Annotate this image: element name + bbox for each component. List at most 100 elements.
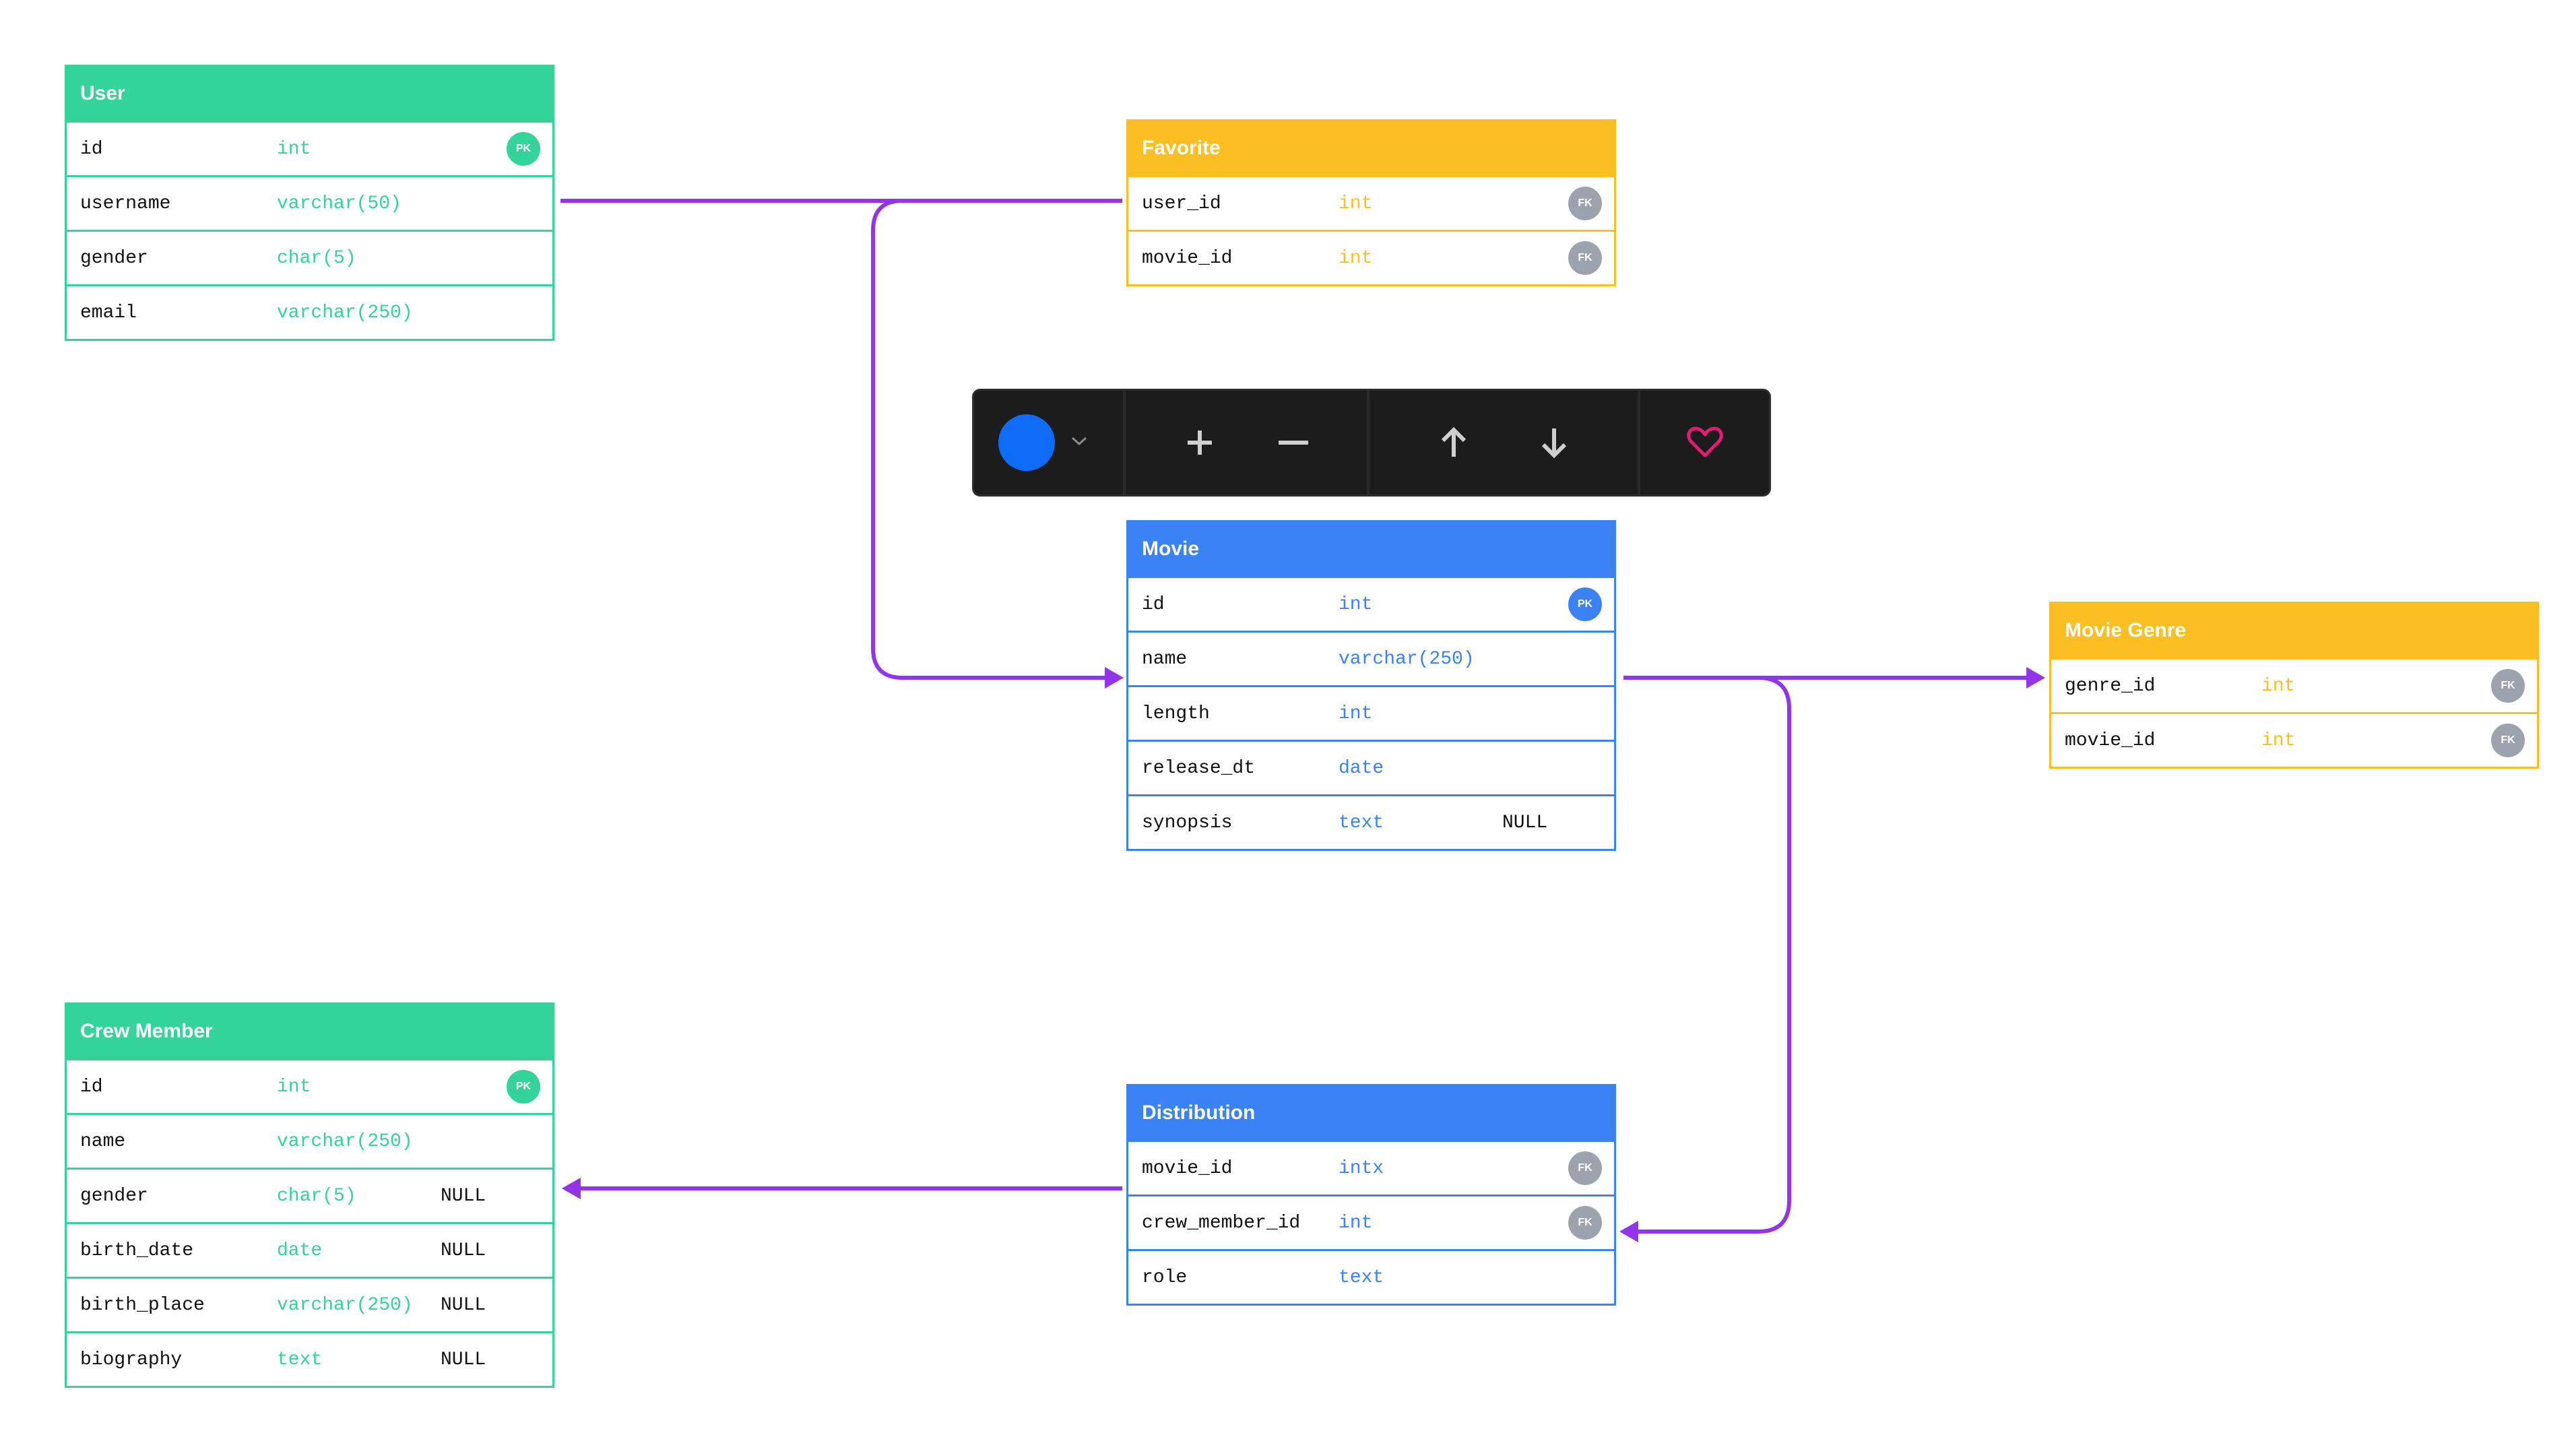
table-row[interactable]: synopsis text NULL xyxy=(1128,794,1614,849)
table-row[interactable]: name varchar(250) xyxy=(67,1113,552,1168)
connector-arrowhead xyxy=(1619,1221,1638,1242)
column-name: name xyxy=(1142,648,1188,670)
column-nullable: NULL xyxy=(1502,812,1548,833)
column-name: release_dt xyxy=(1142,757,1256,779)
favorite-group xyxy=(1640,391,1769,495)
column-type: int xyxy=(2261,675,2296,697)
column-type: date xyxy=(277,1240,323,1261)
table-row[interactable]: gender char(5) xyxy=(67,230,552,284)
column-name: username xyxy=(80,193,171,214)
table-crew-member[interactable]: Crew Member id int PK name varchar(250) … xyxy=(65,1002,554,1388)
connector-arrowhead xyxy=(562,1178,581,1199)
table-row[interactable]: id int PK xyxy=(67,121,552,175)
table-movie[interactable]: Movie id int PK name varchar(250) length… xyxy=(1126,520,1616,851)
table-row[interactable]: movie_id int FK xyxy=(1128,230,1614,284)
column-type: int xyxy=(1339,1212,1373,1234)
column-type: int xyxy=(2261,730,2296,751)
column-name: gender xyxy=(80,1185,148,1207)
table-row[interactable]: role text xyxy=(1128,1249,1614,1304)
column-type: int xyxy=(1339,193,1373,214)
connector-movie-distribution xyxy=(1637,676,1791,1234)
primary-key-badge: PK xyxy=(507,132,540,166)
table-row[interactable]: user_id int FK xyxy=(1128,175,1614,230)
column-type: varchar(250) xyxy=(277,1294,413,1316)
foreign-key-badge: FK xyxy=(1568,187,1602,220)
table-title[interactable]: Favorite xyxy=(1128,121,1614,175)
column-name: crew_member_id xyxy=(1142,1212,1301,1234)
foreign-key-badge: FK xyxy=(1568,1206,1602,1240)
column-nullable: NULL xyxy=(441,1185,486,1207)
column-name: id xyxy=(1142,594,1165,615)
table-favorite[interactable]: Favorite user_id int FK movie_id int FK xyxy=(1126,119,1616,286)
table-row[interactable]: length int xyxy=(1128,685,1614,740)
connector-arrowhead xyxy=(2026,667,2045,689)
arrow-up-icon[interactable] xyxy=(1427,416,1481,470)
column-type: varchar(250) xyxy=(1339,648,1475,670)
column-name: id xyxy=(80,138,103,160)
table-row[interactable]: name varchar(250) xyxy=(1128,631,1614,685)
column-name: role xyxy=(1142,1267,1188,1288)
column-name: length xyxy=(1142,703,1210,724)
heart-icon[interactable] xyxy=(1678,416,1732,470)
table-row[interactable]: movie_id intx FK xyxy=(1128,1140,1614,1194)
column-type: int xyxy=(277,138,311,160)
column-name: biography xyxy=(80,1349,183,1370)
column-type: char(5) xyxy=(277,1185,356,1207)
table-row[interactable]: gender char(5) NULL xyxy=(67,1168,552,1222)
plus-icon[interactable] xyxy=(1173,416,1227,470)
table-title[interactable]: Movie xyxy=(1128,522,1614,576)
chevron-down-icon[interactable] xyxy=(1070,435,1089,451)
color-swatch-icon[interactable] xyxy=(998,414,1055,471)
column-type: int xyxy=(1339,247,1373,269)
table-row[interactable]: username varchar(50) xyxy=(67,175,552,230)
column-nullable: NULL xyxy=(441,1349,486,1370)
column-name: user_id xyxy=(1142,193,1221,214)
table-row[interactable]: email varchar(250) xyxy=(67,284,552,339)
column-type: date xyxy=(1339,757,1384,779)
foreign-key-badge: FK xyxy=(1568,241,1602,275)
column-name: synopsis xyxy=(1142,812,1233,833)
column-type: int xyxy=(1339,594,1373,615)
table-movie-genre[interactable]: Movie Genre genre_id int FK movie_id int… xyxy=(2049,602,2539,769)
column-name: movie_id xyxy=(1142,1157,1233,1179)
column-name: id xyxy=(80,1076,103,1097)
column-name: movie_id xyxy=(2065,730,2156,751)
table-title[interactable]: Distribution xyxy=(1128,1086,1614,1140)
table-row[interactable]: genre_id int FK xyxy=(2051,658,2537,712)
column-type: text xyxy=(277,1349,323,1370)
primary-key-badge: PK xyxy=(1568,587,1602,621)
column-name: name xyxy=(80,1130,126,1152)
table-row[interactable]: biography text NULL xyxy=(67,1331,552,1386)
reorder-group xyxy=(1370,391,1640,495)
table-distribution[interactable]: Distribution movie_id intx FK crew_membe… xyxy=(1126,1084,1616,1306)
column-nullable: NULL xyxy=(441,1240,486,1261)
column-nullable: NULL xyxy=(441,1294,486,1316)
table-title[interactable]: Crew Member xyxy=(67,1004,552,1058)
column-name: birth_date xyxy=(80,1240,194,1261)
table-toolbar xyxy=(972,389,1771,497)
column-type: int xyxy=(277,1076,311,1097)
column-type: char(5) xyxy=(277,247,356,269)
table-user[interactable]: User id int PK username varchar(50) gend… xyxy=(65,65,554,341)
connector-arrowhead xyxy=(1105,667,1124,689)
table-row[interactable]: release_dt date xyxy=(1128,740,1614,794)
table-title[interactable]: Movie Genre xyxy=(2051,604,2537,658)
column-type: varchar(50) xyxy=(277,193,401,214)
table-row[interactable]: id int PK xyxy=(67,1058,552,1113)
primary-key-badge: PK xyxy=(507,1070,540,1104)
table-row[interactable]: movie_id int FK xyxy=(2051,712,2537,767)
foreign-key-badge: FK xyxy=(1568,1151,1602,1185)
table-row[interactable]: crew_member_id int FK xyxy=(1128,1194,1614,1249)
table-row[interactable]: birth_date date NULL xyxy=(67,1222,552,1277)
table-title[interactable]: User xyxy=(67,67,552,121)
column-name: gender xyxy=(80,247,148,269)
color-picker[interactable] xyxy=(974,391,1126,495)
table-row[interactable]: birth_place varchar(250) NULL xyxy=(67,1277,552,1331)
column-name: genre_id xyxy=(2065,675,2156,697)
foreign-key-badge: FK xyxy=(2491,669,2525,703)
minus-icon[interactable] xyxy=(1266,416,1320,470)
table-row[interactable]: id int PK xyxy=(1128,576,1614,631)
add-remove-group xyxy=(1126,391,1370,495)
arrow-down-icon[interactable] xyxy=(1527,416,1581,470)
